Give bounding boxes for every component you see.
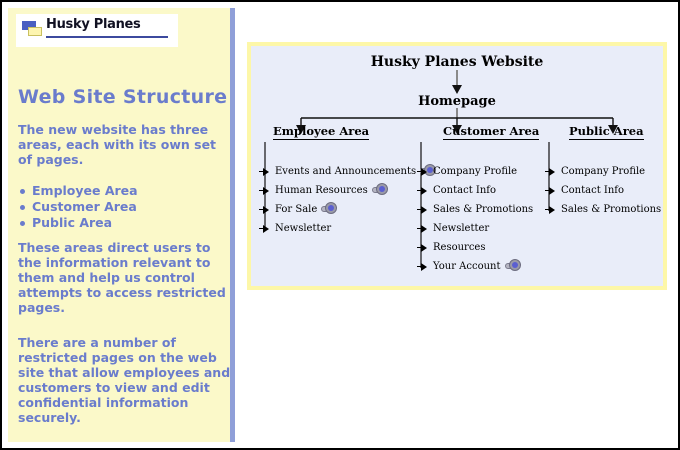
column-items: Company Profile Contact Info Sales & Pro… [417, 162, 549, 276]
column-items: Events and Announcements Human Resources… [259, 162, 437, 238]
column-items: Company Profile Contact Info Sales & Pro… [545, 162, 665, 219]
item-label: Newsletter [275, 223, 332, 234]
arrow-icon [421, 225, 427, 233]
diagram-title: Husky Planes Website [370, 54, 544, 70]
list-item: Customer Area [18, 199, 232, 215]
list-item[interactable]: Sales & Promotions [417, 200, 549, 219]
list-item[interactable]: Newsletter [259, 219, 426, 238]
list-item[interactable]: Your Account [417, 257, 549, 276]
logo-text: Husky Planes [46, 17, 141, 32]
list-item[interactable]: Company Profile [545, 162, 665, 181]
arrow-icon [263, 187, 269, 195]
folder-squares-icon [22, 21, 44, 37]
arrow-icon [263, 168, 269, 176]
item-label: Sales & Promotions [433, 204, 534, 215]
arrow-icon [421, 187, 427, 195]
list-item[interactable]: Contact Info [545, 181, 665, 200]
diagram-column-customer-area: Customer Area Company Profile Contact In… [417, 122, 549, 276]
sidebar-divider [230, 8, 235, 442]
list-item: Public Area [18, 215, 232, 231]
list-item[interactable]: Resources [417, 238, 549, 257]
item-label: Newsletter [433, 223, 490, 234]
list-item[interactable]: Events and Announcements [259, 162, 437, 181]
arrow-icon [263, 225, 269, 233]
column-header: Customer Area [443, 124, 540, 140]
arrow-icon [421, 244, 427, 252]
diagram-column-employee-area: Employee Area Events and Announcements H… [259, 122, 437, 238]
list-item[interactable]: For Sale [259, 200, 426, 219]
item-label: Sales & Promotions [561, 204, 662, 215]
item-label: For Sale [275, 204, 318, 215]
logo: Husky Planes [16, 14, 178, 47]
item-label: Your Account [433, 261, 501, 272]
item-label: Contact Info [561, 185, 625, 196]
sidebar-paragraph-3: There are a number of restricted pages o… [18, 335, 231, 425]
sidebar-paragraph-1: The new website has three areas, each wi… [18, 122, 217, 167]
list-item[interactable]: Newsletter [417, 219, 549, 238]
list-item[interactable]: Human Resources [259, 181, 426, 200]
list-item: Employee Area [18, 183, 232, 199]
logo-underline [46, 36, 168, 38]
page-title: Web Site Structure [18, 86, 228, 108]
arrow-icon [549, 168, 555, 176]
arrow-icon [421, 168, 427, 176]
secure-lock-icon [321, 202, 338, 214]
item-label: Company Profile [433, 166, 518, 177]
list-item[interactable]: Contact Info [417, 181, 549, 200]
column-header: Public Area [569, 124, 644, 140]
diagram-root-node: Homepage [418, 94, 496, 109]
list-item[interactable]: Company Profile [417, 162, 549, 181]
sidebar-area-list: Employee Area Customer Area Public Area [18, 183, 232, 231]
sidebar-paragraph-2: These areas direct users to the informat… [18, 240, 226, 315]
arrow-icon [263, 206, 269, 214]
secure-lock-icon [504, 259, 521, 271]
sidebar-panel: Husky Planes Web Site Structure The new … [8, 8, 234, 442]
arrow-icon [421, 263, 427, 271]
arrow-icon [549, 187, 555, 195]
item-label: Company Profile [561, 166, 646, 177]
item-label: Human Resources [275, 185, 368, 196]
diagram-column-public-area: Public Area Company Profile Contact Info… [545, 122, 665, 219]
secure-lock-icon [371, 183, 388, 195]
arrow-icon [549, 206, 555, 214]
list-item[interactable]: Sales & Promotions [545, 200, 665, 219]
arrow-icon [421, 206, 427, 214]
item-label: Resources [433, 242, 486, 253]
column-header: Employee Area [273, 124, 370, 140]
item-label: Events and Announcements [275, 166, 417, 177]
item-label: Contact Info [433, 185, 497, 196]
site-structure-diagram: Husky Planes Website Homepage Employee A… [247, 42, 667, 290]
